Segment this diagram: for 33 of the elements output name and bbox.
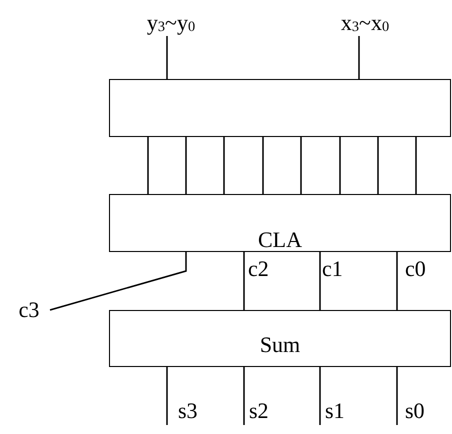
edge-label: c0: [405, 258, 426, 280]
signal-label: c3: [16, 298, 42, 322]
edge-label: s3: [178, 400, 198, 422]
edge-label: s2: [249, 400, 269, 422]
connector-line: [319, 252, 321, 310]
connector-line: [166, 367, 168, 425]
connector-line: [358, 36, 360, 79]
connector-line: [243, 252, 245, 310]
block-label: Sum: [260, 334, 300, 356]
signal-label: y$_{3}$~y$_{0}$: [132, 10, 210, 36]
block-box: [109, 79, 451, 137]
signal-label: x$_{3}$~x$_{0}$: [326, 10, 404, 36]
connector-line: [166, 36, 168, 79]
edge-label: c1: [322, 258, 343, 280]
connector-line: [339, 137, 341, 194]
connector-line: [377, 137, 379, 194]
connector-line: [50, 252, 187, 311]
connector-line: [396, 367, 398, 425]
block-label: CLA: [258, 229, 302, 251]
edge-label: s1: [325, 400, 345, 422]
connector-line: [415, 137, 417, 194]
block-box: [109, 194, 451, 252]
connector-line: [262, 137, 264, 194]
connector-line: [223, 137, 225, 194]
connector-line: [243, 367, 245, 425]
connector-line: [300, 137, 302, 194]
edge-label: c2: [248, 258, 269, 280]
connector-line: [185, 137, 187, 194]
block-box: [109, 310, 451, 367]
edge-label: s0: [405, 400, 425, 422]
connector-line: [319, 367, 321, 425]
connector-line: [147, 137, 149, 194]
connector-line: [396, 252, 398, 310]
